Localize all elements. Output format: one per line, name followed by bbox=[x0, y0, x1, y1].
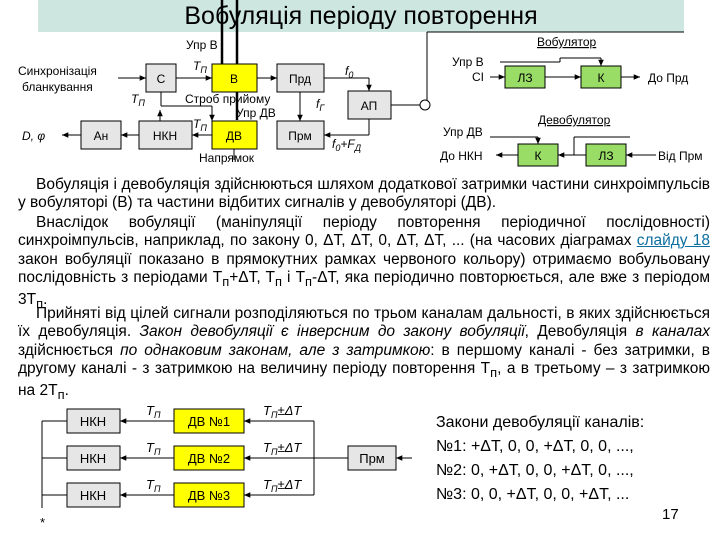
asterisk: * bbox=[40, 515, 45, 530]
slide-title: Вобуляція періоду повторення bbox=[184, 2, 538, 30]
ch1-tp: TП bbox=[146, 403, 161, 420]
upr-b-label: Упр В bbox=[186, 38, 218, 52]
law-channel-1: №1: +ΔT, 0, 0, +ΔT, 0, 0, ..., bbox=[436, 438, 634, 455]
dev-out: До НКН bbox=[440, 149, 483, 163]
f0-label: f0 bbox=[345, 64, 353, 80]
block-dv bbox=[211, 120, 258, 150]
d-phi-label: D, φ bbox=[22, 129, 45, 143]
slide-18-link[interactable]: слайду 18 bbox=[636, 232, 710, 250]
strob-label: Строб прийому bbox=[185, 92, 270, 106]
block-dv-label: ДВ bbox=[226, 129, 242, 143]
devobulator-labels: Девобулятор Упр ДВ До НКН К ЛЗ Від Прм bbox=[440, 113, 703, 163]
dev-upr-dv: Упр ДВ bbox=[443, 125, 483, 139]
ch1-dv-label: ДВ №1 bbox=[188, 414, 230, 429]
p2-text-d: і T bbox=[281, 268, 306, 286]
tp-label-1: TП bbox=[193, 59, 207, 75]
paragraph-2: Внаслідок вобуляції (маніпуляції періоду… bbox=[18, 214, 710, 312]
vob-out: До Прд bbox=[648, 71, 688, 85]
p3-text-f: по однаковим законам, але з затримкою bbox=[120, 341, 431, 359]
block-ap-label: АП bbox=[361, 99, 378, 113]
p3-text-g: : в першому каналі - без затримки, в дру… bbox=[18, 341, 710, 377]
tp-label-3: TП bbox=[193, 117, 207, 133]
vob-k-label: К bbox=[598, 71, 605, 85]
p3-text-a: Прийняті від цілей сигнали розподіляютьс… bbox=[18, 305, 710, 341]
ch1-nkn-block bbox=[66, 408, 121, 434]
block-c-label: С bbox=[157, 72, 166, 86]
upr-dv-label: Упр ДВ bbox=[236, 106, 276, 120]
prm-label: Прм bbox=[359, 451, 385, 466]
block-nkn bbox=[138, 120, 193, 150]
vob-lz-label: ЛЗ bbox=[517, 71, 532, 85]
devobulator-diagram bbox=[490, 136, 656, 167]
vob-ci: СІ bbox=[472, 70, 484, 84]
ch1-tp-pm: TП±ΔT bbox=[263, 403, 302, 420]
devobulation-laws: Закони девобуляції каналів: №1: +ΔT, 0, … bbox=[436, 411, 644, 507]
ch3-tp: TП bbox=[146, 477, 161, 494]
dev-lz-label: ЛЗ bbox=[598, 149, 613, 163]
sync-label: Синхронізація bbox=[18, 64, 97, 78]
paragraph-3: Прийняті від цілей сигнали розподіляютьс… bbox=[18, 305, 710, 403]
ch3-dv-label: ДВ №3 bbox=[188, 488, 230, 503]
p2-text-c: +ΔT, T bbox=[229, 268, 275, 286]
p2-text-e: -ΔT, яка періодично повторюється, але вж… bbox=[18, 268, 710, 309]
laws-title: Закони девобуляції каналів: bbox=[436, 414, 645, 431]
f0fd-label: f0+FД bbox=[332, 137, 362, 153]
p3-text-b: Закон девобуляції є інверсним до закону … bbox=[139, 323, 525, 341]
vobulator-diagram bbox=[490, 57, 640, 89]
vob-upr-b: Упр В bbox=[452, 55, 484, 69]
block-b bbox=[211, 63, 258, 93]
top-diagram bbox=[62, 0, 431, 160]
paragraph-1: Вобуляція і девобуляція здійснюються шля… bbox=[18, 176, 710, 212]
p3-text-e: здійснюється bbox=[18, 341, 121, 359]
ch1-nkn-label: НКН bbox=[80, 414, 106, 429]
bottom-diagram bbox=[41, 408, 412, 508]
p3-text-h: , а в третьому – з затримкою на 2T bbox=[18, 359, 710, 400]
top-diagram-labels: Упр В Синхронізація бланкування С В Прд … bbox=[18, 38, 377, 165]
vob-title: Вобулятор bbox=[537, 35, 597, 49]
block-prm-label: Прм bbox=[288, 129, 312, 143]
ch3-tp-pm: TП±ΔT bbox=[263, 477, 302, 494]
napryamok-label: Напрямок bbox=[199, 151, 255, 165]
dev-k-label: К bbox=[535, 149, 542, 163]
ch3-nkn-label: НКН bbox=[80, 488, 106, 503]
vobulator-labels: Вобулятор Упр В СІ ЛЗ К До Прд bbox=[452, 35, 688, 85]
dev-title: Девобулятор bbox=[538, 113, 611, 127]
block-b-label: В bbox=[230, 72, 238, 86]
page-number: 17 bbox=[662, 506, 679, 523]
ch2-tp-pm: TП±ΔT bbox=[263, 440, 302, 457]
p3-text-c: , Девобуляція bbox=[524, 323, 636, 341]
p3-text-d: в каналах bbox=[635, 323, 710, 341]
law-channel-2: №2: 0, +ΔT, 0, 0, +ΔT, 0, ..., bbox=[436, 462, 634, 479]
dev-in: Від Прм bbox=[658, 149, 703, 163]
fg-label: fГ bbox=[316, 97, 325, 113]
ch2-dv-label: ДВ №2 bbox=[188, 451, 230, 466]
p2-text-a: Внаслідок вобуляції (маніпуляції періоду… bbox=[18, 214, 710, 250]
ch2-dv-block bbox=[173, 445, 245, 471]
tp-label-2: TП bbox=[131, 92, 145, 108]
ch2-nkn-label: НКН bbox=[80, 451, 106, 466]
bottom-diagram-labels: НКН НКН НКН ДВ №1 ДВ №2 ДВ №3 Прм TП TП … bbox=[40, 403, 385, 530]
block-prd-label: Прд bbox=[289, 72, 311, 86]
p2-text-b: закон вобуляції показано в прямокутних р… bbox=[18, 250, 710, 286]
title-band bbox=[38, 0, 684, 32]
block-prm bbox=[276, 120, 325, 150]
law-channel-3: №3: 0, 0, +ΔT, 0, 0, +ΔT, ... bbox=[436, 486, 630, 503]
blank-label: бланкування bbox=[22, 80, 93, 94]
ch2-tp: TП bbox=[146, 440, 161, 457]
block-nkn-label: НКН bbox=[153, 129, 177, 143]
block-an-label: Ан bbox=[94, 129, 109, 143]
